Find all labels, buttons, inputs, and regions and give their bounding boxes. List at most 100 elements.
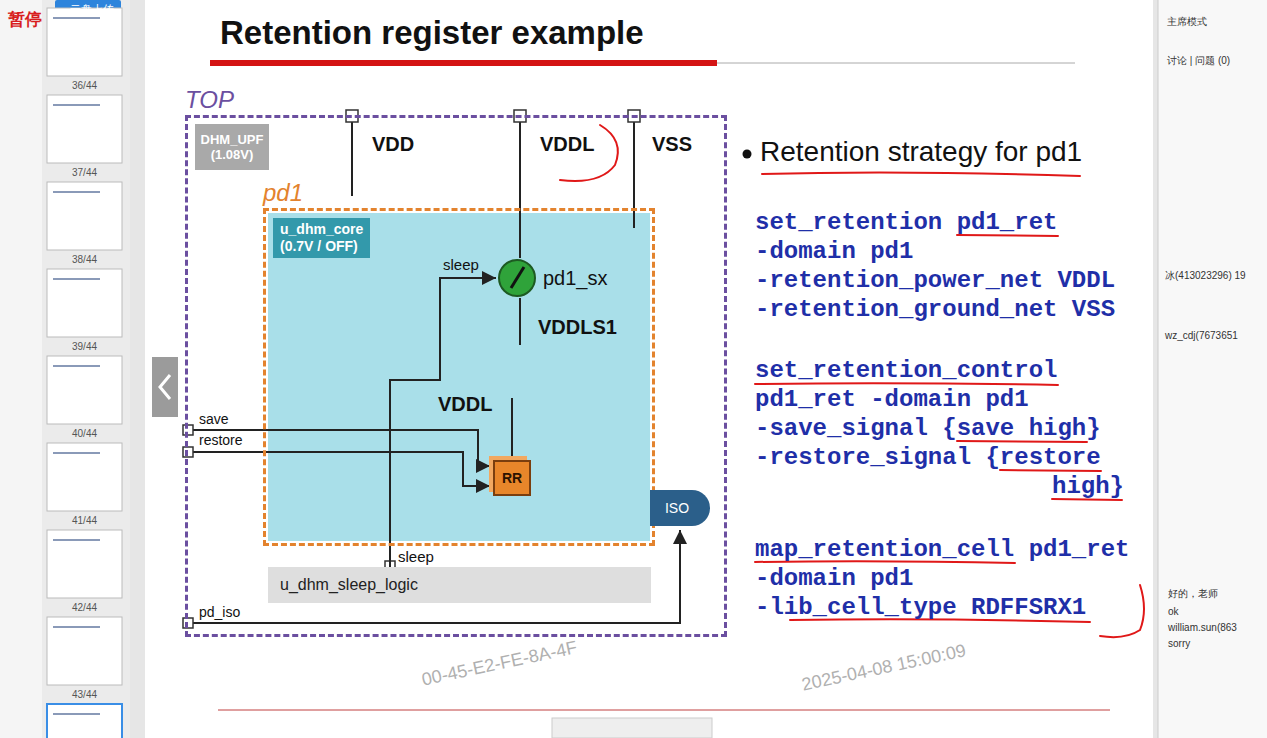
thumb-line: [53, 713, 100, 715]
core-fill: [268, 213, 650, 541]
top-domain-text: TOP: [185, 86, 234, 114]
thumbnail: [47, 443, 122, 511]
isolation-cell-text: ISO: [665, 500, 689, 516]
pause-label: 暂停: [8, 8, 42, 31]
upf-tag-text: (1.08V): [211, 147, 254, 162]
thumbnail: [47, 269, 122, 337]
pen-annotations: [560, 125, 1144, 637]
code-line: set_retention pd1_ret: [755, 208, 1057, 237]
power-switch: pd1_sx: [497, 258, 537, 298]
signal-name: restore: [199, 432, 243, 448]
thumbnail: [47, 95, 122, 163]
pins: [183, 110, 640, 628]
slide: [145, 0, 1153, 738]
chat-panel: [1158, 0, 1267, 738]
pen-underline: [762, 172, 1080, 176]
core-instance-text: u_dhm_core: [280, 221, 363, 238]
code-line: pd1_ret -domain pd1: [755, 385, 1029, 414]
thumb-line: [53, 452, 100, 454]
panel-tabs: 讨论 | 问题 (0): [1167, 55, 1230, 67]
code-line: -lib_cell_type RDFFSRX1: [755, 593, 1086, 622]
code-line: map_retention_cell pd1_ret: [755, 535, 1129, 564]
core-instance-text: (0.7V / OFF): [280, 238, 363, 255]
watermark: 2025-04-08 15:00:09: [800, 640, 968, 695]
thumb-line: [53, 191, 100, 193]
thumb-line: [53, 365, 100, 367]
prev-button: [152, 357, 178, 417]
save-wire: [193, 430, 490, 466]
retention-register-text: RR: [502, 470, 522, 486]
chat-message: 好的，老师: [1168, 588, 1218, 600]
signal-name: sleep: [398, 548, 434, 565]
toolbar: [552, 718, 712, 738]
pen-bracket: [1100, 585, 1144, 637]
signal-name: sleep: [443, 256, 479, 273]
instance-tag: u_dhm_core(0.7V / OFF): [273, 218, 370, 258]
upload-label: 云盘上传: [70, 2, 114, 16]
code-line: -restore_signal {restore: [755, 443, 1101, 472]
tool-strip: [0, 0, 42, 738]
chat-user: wz_cdj(7673651: [1165, 330, 1238, 342]
title-rule: [717, 63, 1075, 64]
supply-name: VDDLS1: [538, 316, 617, 339]
page-number: 41/44: [72, 515, 97, 526]
power-switch-text: pd1_sx: [543, 266, 608, 290]
retention-register: RR: [493, 460, 531, 496]
supply-name: VDDL: [438, 393, 492, 416]
page-number: 42/44: [72, 602, 97, 613]
sleep-logic-box: u_dhm_sleep_logic: [268, 567, 651, 603]
signal-name: save: [199, 411, 229, 427]
chat-message: sorry: [1168, 638, 1190, 650]
code-line: -retention_ground_net VSS: [755, 295, 1115, 324]
thumb-line: [53, 626, 100, 628]
vdd-wire: [351, 122, 353, 196]
thumb-line: [53, 278, 100, 280]
thumbnail-lines: [53, 18, 100, 714]
chat-user: 冰(413023296) 19: [1165, 270, 1246, 282]
code-line: set_retention_control: [755, 356, 1057, 385]
sleep-logic-box-text: u_dhm_sleep_logic: [280, 576, 418, 594]
supply-name: VDDL: [540, 133, 594, 156]
page-number: 40/44: [72, 428, 97, 439]
sleep-connector: [390, 278, 496, 567]
thumbnail: [47, 617, 122, 685]
isolation-cell: ISO: [650, 490, 710, 526]
thumbnail: [47, 530, 122, 598]
thumbnail: [47, 356, 122, 424]
thumb-line: [53, 17, 100, 19]
code-line: -domain pd1: [755, 564, 913, 593]
title-bar: [210, 60, 717, 66]
panel-divider: [1158, 0, 1159, 738]
vddl-wire: [519, 122, 521, 258]
thumbnail: [47, 8, 122, 76]
power-domain-text: pd1: [263, 179, 303, 207]
vss-wire: [633, 122, 635, 228]
upf-tag-text: DHM_UPF: [201, 132, 264, 147]
upf-tag: DHM_UPF(1.08V): [195, 124, 269, 170]
footer-rule: [218, 710, 1110, 711]
bullet-text: Retention strategy for pd1: [760, 136, 1082, 168]
rr-vddl-wire: [511, 398, 513, 458]
page-number: 43/44: [72, 689, 97, 700]
vddls1-wire: [519, 298, 521, 345]
code-line: -retention_power_net VDDL: [755, 266, 1115, 295]
wires: [193, 122, 680, 623]
thumbnail-column: [42, 0, 130, 738]
code-line: -domain pd1: [755, 237, 913, 266]
chat-message: ok: [1168, 606, 1179, 618]
page-number: 36/44: [72, 80, 97, 91]
thumbnails: [47, 8, 122, 738]
page-number: 38/44: [72, 254, 97, 265]
watermark: 00-45-E2-FE-8A-4F: [420, 637, 579, 690]
signal-name: pd_iso: [199, 604, 240, 620]
supply-name: VDD: [372, 133, 414, 156]
page-number: 39/44: [72, 341, 97, 352]
iso-body: [650, 490, 710, 526]
code-line: high}: [1052, 472, 1124, 501]
switch-circle: [499, 260, 535, 296]
chat-user: william.sun(863: [1168, 622, 1237, 634]
slide-title: Retention register example: [220, 14, 644, 52]
supply-name: VSS: [652, 133, 692, 156]
